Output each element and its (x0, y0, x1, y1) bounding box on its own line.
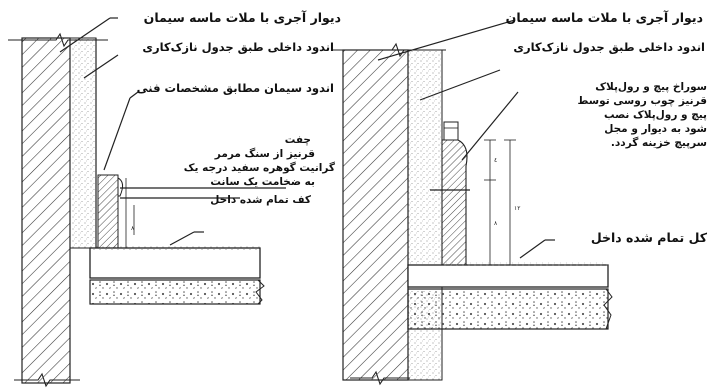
left-cement-label: اندود سیمان مطابق مشخصات فنی (136, 81, 334, 95)
right-plaster-label: اندود داخلی طبق جدول نازک‌کاری (513, 40, 705, 54)
right-note-line-4: شود به دیوار و مجل (604, 123, 707, 135)
left-break-symbol-bottom (14, 372, 80, 388)
svg-text:٨: ٨ (131, 225, 135, 232)
right-plaster-leader (419, 69, 501, 101)
left-detail: ٨ (8, 17, 286, 388)
right-note-line-2: قرنیز چوب روسی توسط (577, 95, 707, 107)
left-wall-leader (59, 17, 111, 53)
right-floor-leader (519, 239, 546, 259)
left-concrete-slab (89, 279, 261, 305)
right-floor-label: کل تمام شده داخل (590, 230, 707, 245)
left-plaster-label: اندود داخلی طبق جدول نازک‌کاری (142, 40, 334, 54)
left-break-symbol-top (8, 32, 108, 48)
svg-text:١٢: ١٢ (514, 205, 520, 212)
left-thickness-label: به ضخامت یک سانت (210, 176, 315, 188)
left-plaster-layer (69, 37, 97, 249)
right-detail: ٤ ٨ ١٢ (332, 19, 613, 386)
right-wall-label: دیوار آجری با ملات ماسه سیمان (505, 10, 703, 25)
left-plaster-leader (83, 54, 119, 79)
svg-text:٤: ٤ (494, 157, 497, 164)
left-stone-label: گرانیت گوهره سفید درجه یک (183, 162, 335, 174)
right-wall-leader (377, 19, 516, 61)
left-floor-label: کف تمام شده داخل (210, 194, 311, 206)
right-concrete-slab (407, 288, 609, 330)
right-note-line-5: سرپیچ خزینه گردد. (610, 137, 707, 149)
right-floor-screed (407, 264, 609, 288)
right-wood-cornice (441, 139, 468, 266)
right-brick-wall (342, 49, 409, 381)
left-joint-label: چفت (284, 134, 311, 146)
left-cement-leader (103, 97, 131, 171)
left-brick-wall (21, 37, 71, 384)
left-wall-label: دیوار آجری با ملات ماسه سیمان (143, 10, 341, 25)
right-note-leader (461, 91, 519, 161)
svg-text:٨: ٨ (494, 220, 498, 227)
right-plaster-layer (407, 49, 443, 381)
left-stone-cornice (97, 174, 119, 249)
left-floor-leader (169, 231, 195, 246)
right-note-line-3: پیچ و رول‌پلاک نصب (603, 109, 707, 121)
right-break-symbol-bottom (350, 370, 410, 386)
left-cornice-label: قرنیز از سنگ مرمر (214, 148, 315, 160)
right-note-line-1: سوراخ پیچ و رول‌پلاک (595, 81, 707, 93)
left-floor-screed (89, 247, 261, 279)
